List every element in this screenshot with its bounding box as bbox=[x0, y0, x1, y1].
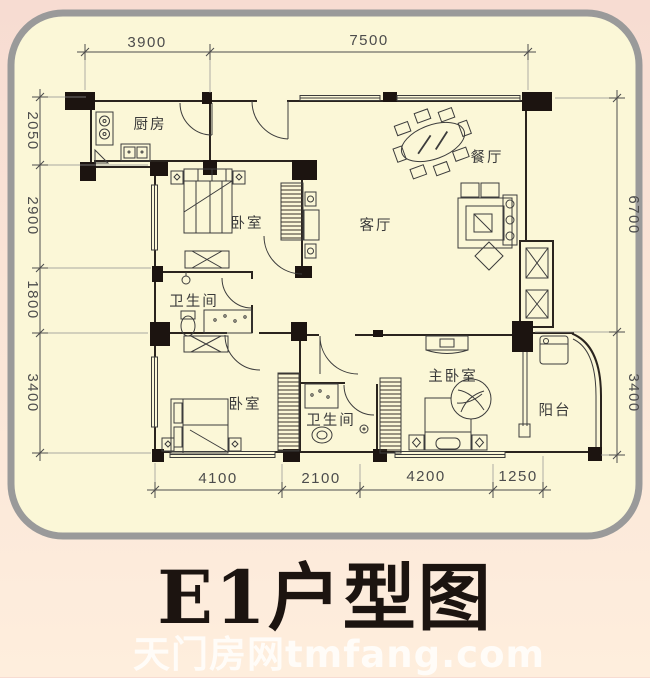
dim-bottom-0: 4100 bbox=[198, 470, 237, 487]
room-label-kitchen: 厨房 bbox=[134, 116, 167, 133]
bedroom-upper-furniture bbox=[170, 168, 246, 269]
room-label-dining: 餐厅 bbox=[471, 149, 504, 166]
room-label-bath-lower: 卫生间 bbox=[306, 412, 356, 429]
bath-lower-fixtures bbox=[304, 383, 369, 444]
dimension-labels: 3900 7500 2050 2900 1800 3400 6700 3400 … bbox=[24, 32, 642, 487]
columns bbox=[65, 92, 602, 462]
master-door-arc bbox=[319, 335, 359, 375]
kitchen-door-arc bbox=[179, 102, 213, 136]
room-label-bedroom-upper: 卧室 bbox=[231, 215, 264, 232]
plan-panel bbox=[7, 9, 643, 540]
bedroom-lower-door-arc bbox=[224, 334, 261, 371]
room-labels: 厨房 卧室 客厅 餐厅 卫生间 卧室 卫生间 主卧室 阳台 bbox=[134, 116, 572, 429]
dimension-lines bbox=[32, 44, 625, 498]
bath-lower-door-arc bbox=[343, 384, 375, 416]
ac-shaft bbox=[525, 247, 549, 319]
dim-left-3: 3400 bbox=[24, 373, 41, 412]
bedroom-lower-furniture bbox=[161, 335, 300, 454]
dim-left-1: 2900 bbox=[24, 196, 41, 235]
balcony-fixtures bbox=[539, 335, 569, 365]
room-label-balcony: 阳台 bbox=[539, 402, 572, 419]
room-label-bedroom-lower: 卧室 bbox=[229, 396, 262, 413]
sofa-set bbox=[457, 182, 518, 271]
dim-left-0: 2050 bbox=[24, 111, 41, 150]
bedroom-upper-door-arc bbox=[263, 235, 303, 275]
watermark: 天门房网tmfang.com bbox=[132, 633, 546, 676]
room-label-bath-mid: 卫生间 bbox=[169, 293, 219, 310]
bath-mid-door-arc bbox=[221, 277, 253, 309]
dim-top-1: 7500 bbox=[349, 32, 388, 49]
dim-right-1: 3400 bbox=[625, 373, 642, 412]
room-label-living: 客厅 bbox=[360, 217, 393, 234]
balcony-slider-handle bbox=[518, 423, 531, 438]
dining-set bbox=[392, 107, 472, 180]
dim-left-2: 1800 bbox=[24, 280, 41, 319]
dim-top-0: 3900 bbox=[127, 34, 166, 51]
master-furniture bbox=[379, 335, 492, 454]
dim-bottom-3: 1250 bbox=[498, 468, 537, 485]
bath-mid-fixtures bbox=[180, 272, 253, 337]
dim-bottom-2: 4200 bbox=[406, 468, 445, 485]
dim-right-0: 6700 bbox=[625, 195, 642, 234]
page-title: E1户型图 bbox=[157, 555, 493, 641]
tv-wall bbox=[280, 182, 320, 259]
doors bbox=[179, 100, 531, 438]
room-label-master: 主卧室 bbox=[428, 368, 478, 385]
entry-door-arc bbox=[251, 100, 289, 140]
kitchen-fixtures bbox=[94, 111, 151, 164]
windows bbox=[151, 95, 521, 458]
dim-bottom-1: 2100 bbox=[301, 470, 340, 487]
